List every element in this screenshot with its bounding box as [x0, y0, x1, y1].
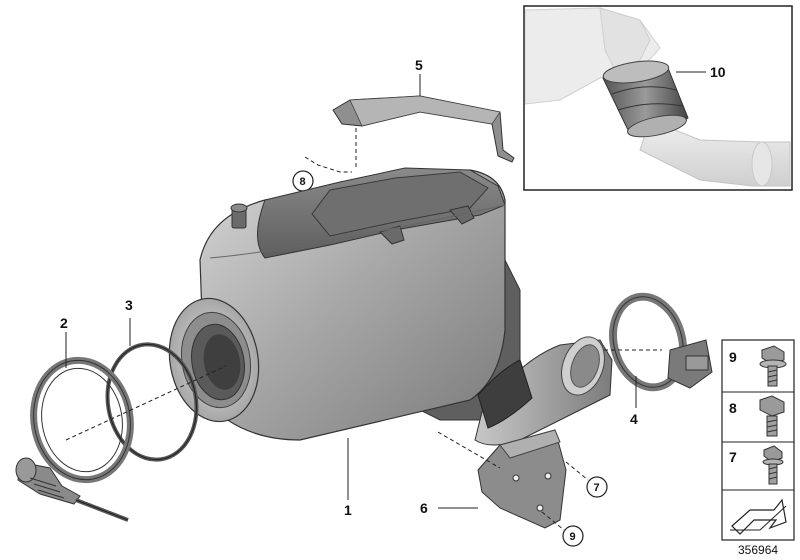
fastener-item-9: 9: [729, 345, 787, 387]
assembly-axis-dashline: [65, 365, 227, 441]
flex-bellow-part-10: [602, 60, 689, 138]
bracket-part-6: 6: [420, 429, 567, 529]
leader-line-7: [565, 461, 589, 481]
diagram-id: 356964: [738, 543, 778, 557]
callout-3: 3: [125, 297, 133, 313]
gasket-part-3: 3: [105, 297, 199, 462]
fastener-number-7: 7: [729, 449, 737, 465]
inset-detail-box: 10: [523, 5, 793, 191]
callout-10: 10: [710, 64, 726, 80]
particulate-filter-part-1: 1: [168, 167, 613, 518]
callout-5: 5: [415, 57, 423, 73]
leader-line-8: [304, 156, 352, 173]
fastener-number-9: 9: [729, 349, 737, 365]
callout-6: 6: [420, 500, 428, 516]
fastener-side-panel: 9 8 7: [721, 339, 795, 541]
vband-clamp-part-2: 2: [15, 315, 134, 522]
callout-8-label: 8: [300, 176, 306, 188]
callout-2: 2: [60, 315, 68, 331]
callout-1: 1: [344, 502, 352, 518]
fastener-item-8: 8: [729, 395, 785, 437]
callout-4: 4: [630, 411, 638, 427]
callout-9-label: 9: [570, 531, 576, 543]
orientation-arrow-icon: [730, 498, 787, 535]
leader-line-9: [541, 511, 565, 531]
callout-7-circled: 7: [565, 461, 608, 498]
callout-9-circled: 9: [541, 511, 584, 547]
band-clamp-part-4: 4: [604, 292, 713, 427]
bracket-part-5: 5: [332, 57, 515, 163]
fastener-number-8: 8: [729, 400, 737, 416]
dashline-bracket6: [437, 431, 501, 469]
fastener-item-7: 7: [729, 445, 784, 485]
callout-7-label: 7: [594, 482, 600, 494]
